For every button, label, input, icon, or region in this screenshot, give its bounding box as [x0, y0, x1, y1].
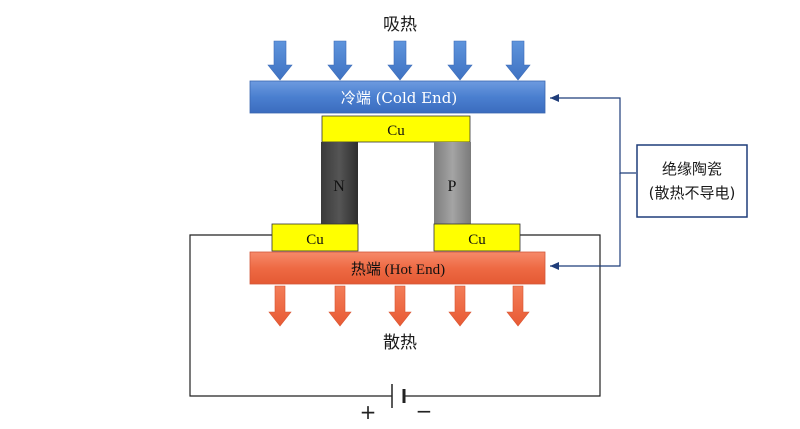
ceramic-callout-box — [636, 144, 748, 218]
ceramic-callout-line1: 绝缘陶瓷 — [662, 160, 722, 178]
heat-release-arrow-icon — [388, 285, 412, 327]
battery-icon — [391, 384, 406, 408]
battery-minus-label: − — [416, 399, 433, 423]
battery-plus-label: + — [360, 400, 377, 424]
heat-absorb-arrow-icon — [387, 40, 413, 81]
heat-release-arrows — [268, 285, 530, 327]
circuit-wire — [189, 234, 601, 397]
ceramic-callout-connector — [550, 94, 636, 270]
heat-absorb-arrows — [267, 40, 531, 81]
n-type-semiconductor — [321, 142, 358, 224]
release-heat-label: 散热 — [383, 333, 417, 353]
p-type-semiconductor — [434, 142, 471, 224]
ceramic-callout-line2: (散热不导电) — [649, 184, 736, 202]
cold-end-label: 冷端 (Cold End) — [341, 89, 457, 107]
cu-right-label: Cu — [468, 232, 486, 248]
heat-absorb-arrow-icon — [267, 40, 293, 81]
heat-release-arrow-icon — [328, 285, 352, 327]
heat-release-arrow-icon — [448, 285, 472, 327]
n-type-label: N — [333, 178, 345, 195]
cu-right-conductor — [433, 223, 521, 252]
p-type-label: P — [448, 178, 457, 195]
absorb-heat-label: 吸热 — [383, 15, 417, 35]
cu-left-label: Cu — [306, 232, 324, 248]
heat-absorb-arrow-icon — [447, 40, 473, 81]
heat-release-arrow-icon — [268, 285, 292, 327]
cold-end-plate — [249, 80, 546, 114]
heat-release-arrow-icon — [506, 285, 530, 327]
heat-absorb-arrow-icon — [327, 40, 353, 81]
heat-absorb-arrow-icon — [505, 40, 531, 81]
cu-top-label: Cu — [387, 123, 405, 139]
hot-end-plate — [249, 251, 546, 285]
hot-end-label: 热端 (Hot End) — [351, 261, 445, 278]
cu-left-conductor — [271, 223, 359, 252]
cu-top-conductor — [321, 115, 471, 143]
